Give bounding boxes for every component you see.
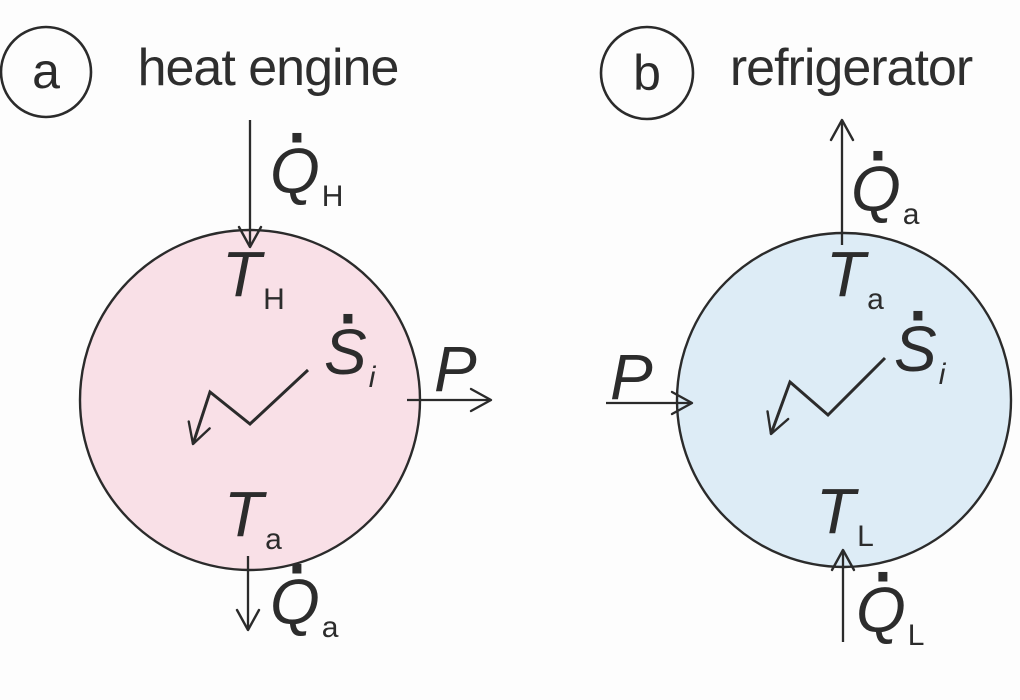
badge-label-a: a	[32, 43, 60, 99]
label-heat-absorb-Qdot-L: ·QL	[856, 544, 924, 651]
badge-label-b: b	[633, 45, 661, 101]
symbol-base: T	[224, 478, 264, 550]
label-ambient-temperature-Ta: Ta	[224, 482, 282, 555]
symbol-subscript: i	[938, 358, 946, 391]
label-heat-reject-Qdot-a: ·Qa	[851, 123, 919, 230]
symbol-subscript: a	[867, 283, 884, 316]
symbol-subscript: L	[857, 520, 874, 553]
symbol-subscript: H	[263, 283, 285, 316]
symbol-base: Q	[270, 566, 320, 638]
symbol-base: T	[222, 238, 262, 310]
label-entropy-Sdot-i: ·Si	[894, 283, 945, 390]
badge-circle-b	[599, 25, 695, 121]
overdot-diacritic: ·	[909, 279, 931, 351]
overdot-diacritic: ·	[288, 532, 310, 604]
overdot-diacritic: ·	[288, 101, 310, 173]
symbol-subscript: a	[902, 198, 920, 231]
symbol-base: T	[816, 475, 856, 547]
label-heat-in-Qdot-H: ·QH	[270, 105, 343, 212]
symbol-base: Q	[851, 153, 901, 225]
overdot-diacritic: ·	[874, 540, 896, 612]
label-power-P: P	[610, 345, 653, 409]
symbol-base: S	[324, 316, 367, 388]
symbol-base: P	[610, 341, 653, 413]
symbol-subscript: L	[907, 619, 925, 652]
badge-circle-a	[0, 25, 93, 119]
label-low-temperature-TL: TL	[816, 479, 874, 552]
label-power-P: P	[434, 337, 477, 401]
symbol-base: P	[434, 333, 477, 405]
label-entropy-Sdot-i: ·Si	[324, 286, 375, 393]
symbol-base: S	[894, 313, 937, 385]
label-hot-temperature-TH: TH	[222, 242, 285, 315]
entropy-zigzag-arrow-refrigerator	[766, 356, 887, 436]
overdot-diacritic: ·	[869, 119, 891, 191]
symbol-subscript: a	[321, 611, 339, 644]
diagram-title-heat-engine: heat engine	[137, 39, 400, 97]
symbol-subscript: i	[368, 361, 376, 394]
symbol-base: T	[826, 238, 866, 310]
symbol-base: Q	[270, 135, 320, 207]
entropy-zigzag-arrow-engine	[187, 368, 310, 446]
symbol-subscript: H	[321, 180, 344, 213]
symbol-subscript: a	[265, 523, 282, 556]
label-ambient-temperature-Ta: Ta	[826, 242, 884, 315]
symbol-base: Q	[856, 574, 906, 646]
overdot-diacritic: ·	[339, 282, 361, 354]
diagram-title-refrigerator: refrigerator	[729, 39, 973, 97]
label-heat-out-Qdot-a: ·Qa	[270, 536, 338, 643]
